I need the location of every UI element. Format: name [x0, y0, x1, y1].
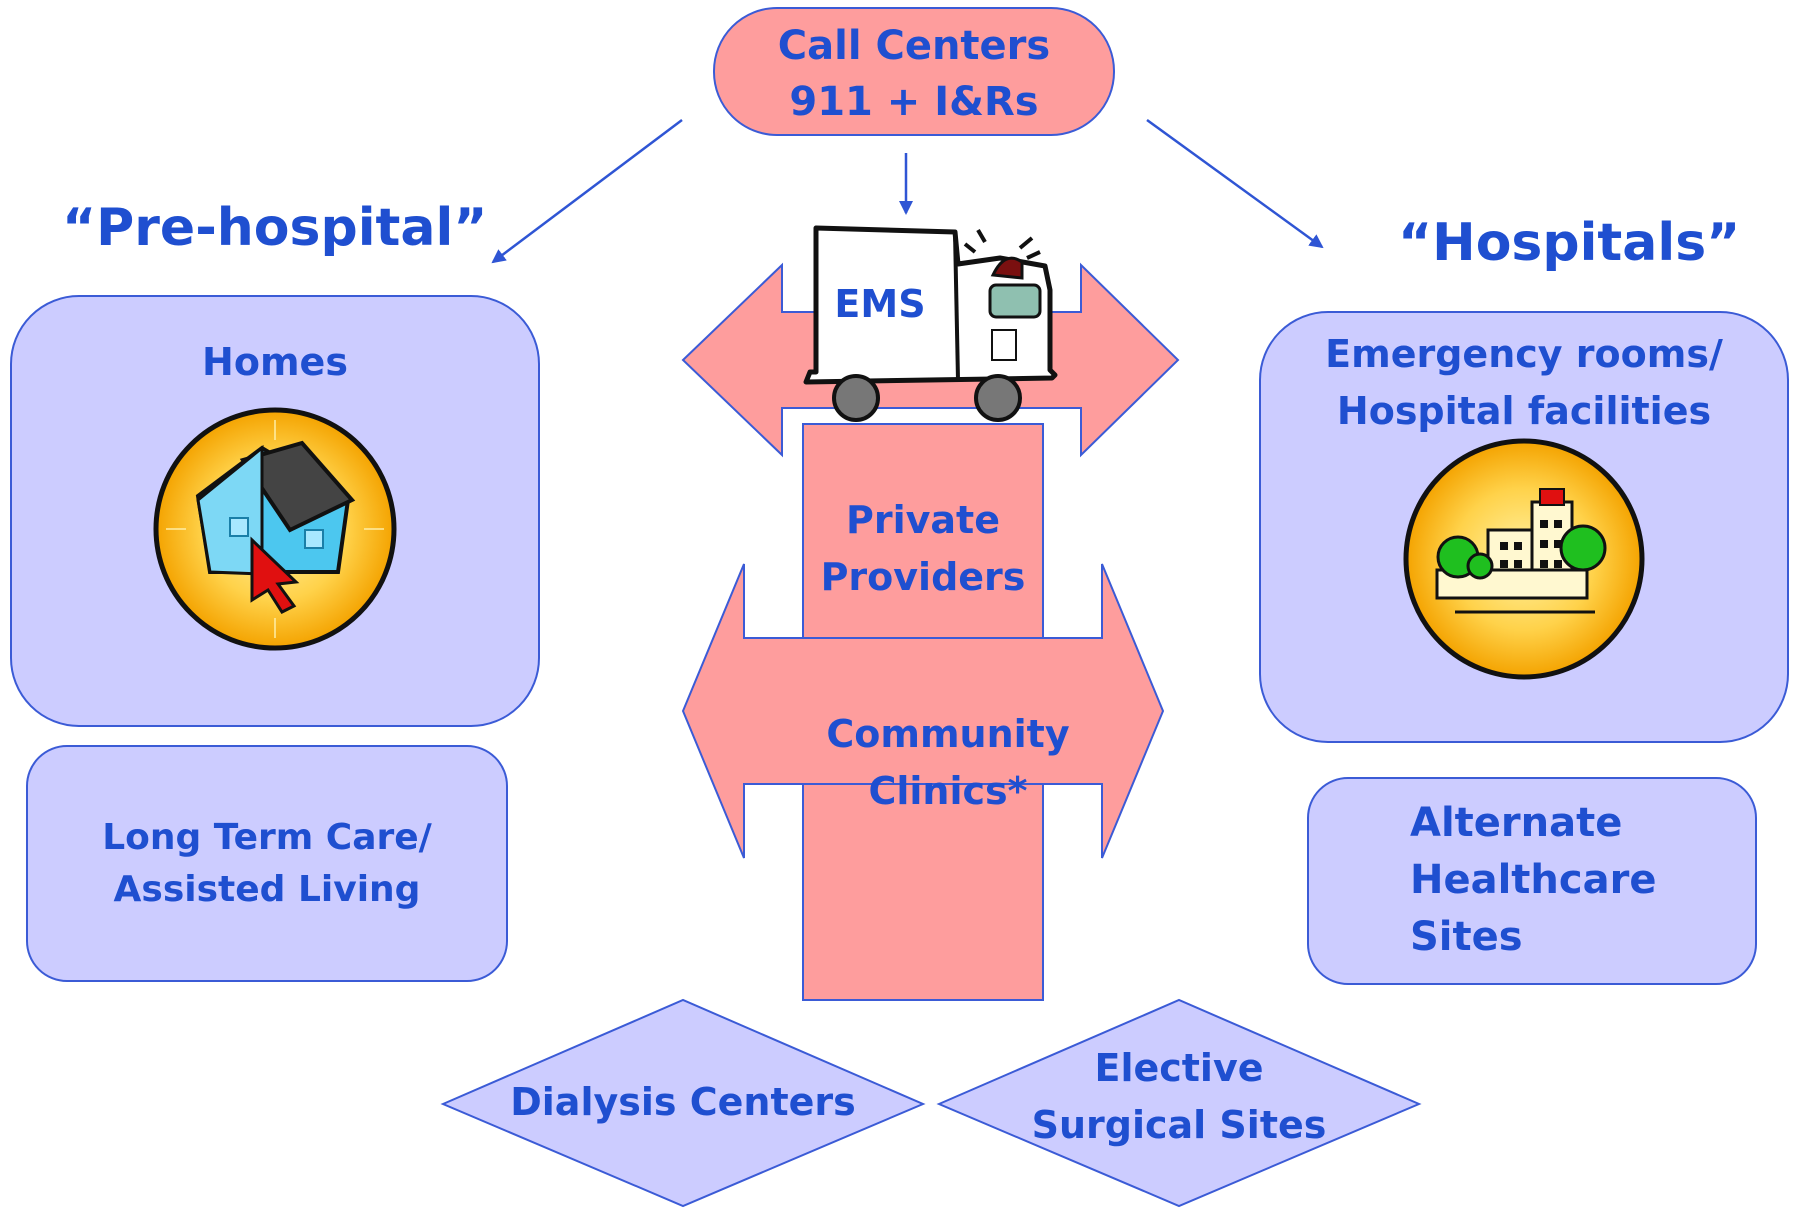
ems-label: EMS	[834, 282, 926, 326]
alternate-label: Alternate Healthcare Sites	[1410, 795, 1710, 966]
arrow-to-prehospital	[491, 119, 683, 264]
elective-line2: Surgical Sites	[1031, 1103, 1327, 1147]
call-center-pill	[713, 7, 1115, 136]
long-term-label: Long Term Care/ Assisted Living	[27, 812, 507, 916]
private-line1: Private	[846, 498, 1000, 542]
merge-patch	[804, 639, 1042, 783]
call-center-line2: 911 + I&Rs	[789, 79, 1039, 125]
community-line1: Community	[826, 712, 1070, 756]
emergency-label: Emergency rooms/ Hospital facilities	[1260, 326, 1788, 440]
homes-label: Homes	[202, 340, 348, 384]
pre-hospital-heading: “Pre-hospital”	[62, 198, 488, 258]
hospital-icon	[1403, 438, 1645, 680]
alternate-box	[1307, 777, 1757, 985]
emergency-line2: Hospital facilities	[1336, 389, 1712, 433]
community-clinics-label: Community Clinics*	[803, 706, 1093, 820]
private-line2: Providers	[820, 555, 1026, 599]
long-term-box	[26, 745, 508, 982]
house-icon	[153, 407, 397, 651]
ambulance-icon	[803, 225, 1058, 422]
long-term-line2: Assisted Living	[113, 869, 421, 910]
elective-diamond	[936, 998, 1422, 1208]
arrow-to-hospitals	[1146, 118, 1324, 249]
emergency-line1: Emergency rooms/	[1325, 332, 1723, 376]
call-center-line1: Call Centers	[777, 23, 1051, 69]
call-center-label: Call Centers 911 + I&Rs	[714, 18, 1114, 130]
dialysis-diamond	[440, 998, 926, 1208]
community-line2: Clinics*	[868, 769, 1028, 813]
alternate-line1: Alternate	[1410, 800, 1623, 846]
hospitals-heading: “Hospitals”	[1398, 213, 1741, 273]
alternate-line3: Sites	[1410, 914, 1523, 960]
elective-line1: Elective	[1094, 1046, 1264, 1090]
dialysis-label: Dialysis Centers	[510, 1080, 856, 1124]
long-term-line1: Long Term Care/	[102, 817, 432, 858]
elective-label: Elective Surgical Sites	[939, 1040, 1419, 1154]
private-providers-label: Private Providers	[803, 492, 1043, 606]
alternate-line2: Healthcare	[1410, 857, 1657, 903]
